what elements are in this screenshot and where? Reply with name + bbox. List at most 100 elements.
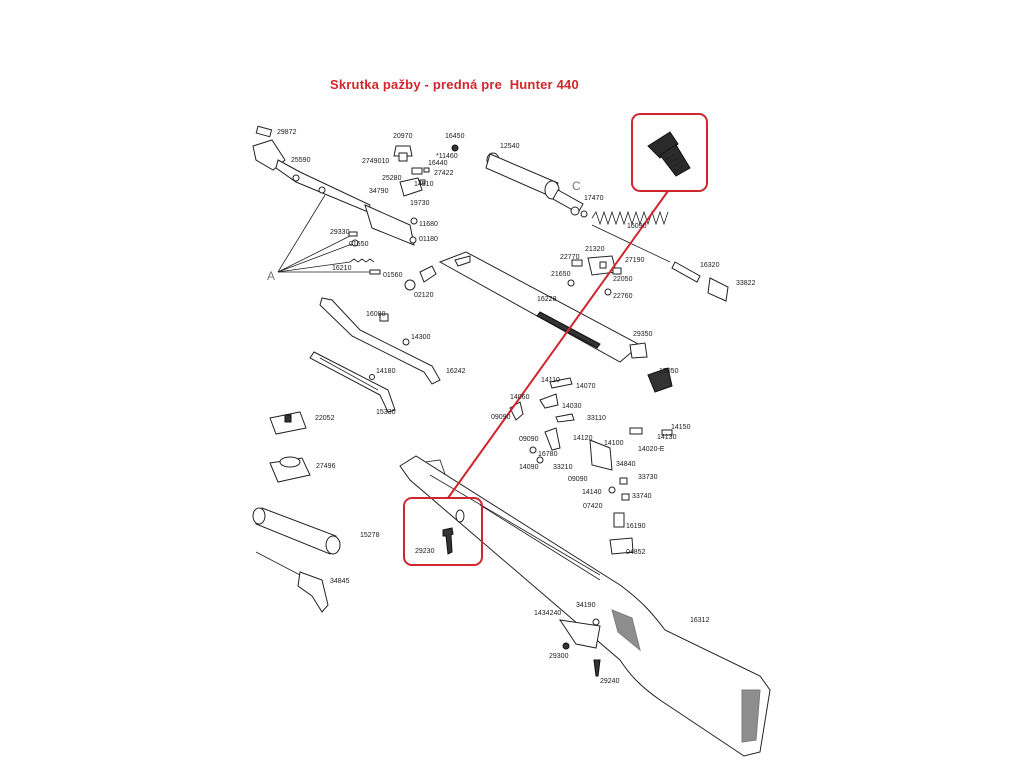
- part-label: 16440: [428, 160, 448, 167]
- part-label: 16780: [538, 451, 558, 458]
- piston-assembly: [485, 152, 588, 218]
- part-label: 14030: [562, 403, 582, 410]
- part-label: 22770: [560, 254, 580, 261]
- highlight-connector-line: [447, 190, 669, 499]
- part-label: 14060: [510, 394, 530, 401]
- part-label: 16450: [445, 133, 465, 140]
- part-label: 14070: [576, 383, 596, 390]
- part-label: 01650: [349, 241, 369, 248]
- part-label: 15278: [360, 532, 380, 539]
- part-label: 14140: [582, 489, 602, 496]
- highlight-box-enlarged: [631, 113, 708, 192]
- screw-enlarged-icon: [647, 131, 691, 177]
- part-label: 16190: [626, 523, 646, 530]
- rear-sight-assembly: [393, 144, 459, 197]
- part-16080: [379, 313, 389, 322]
- part-label: 04852: [626, 549, 646, 556]
- part-15330-cocking-rod: [309, 351, 396, 413]
- part-label: 12540: [500, 143, 520, 150]
- part-14300: [402, 338, 410, 346]
- part-label: 22052: [315, 415, 335, 422]
- part-01180-screw: [409, 236, 417, 244]
- part-label: 27496: [316, 463, 336, 470]
- part-label: 07420: [583, 503, 603, 510]
- part-label: 14100: [604, 440, 624, 447]
- part-label: 16242: [446, 368, 466, 375]
- group-letter-c: C: [572, 179, 581, 193]
- part-label: 1434240: [534, 610, 561, 617]
- part-label: 14120: [573, 435, 593, 442]
- trigger-block-group: [567, 255, 622, 296]
- part-label: 16080: [366, 311, 386, 318]
- part-label: 33730: [638, 474, 658, 481]
- part-label: 02120: [414, 292, 434, 299]
- part-label: 2749010: [362, 158, 389, 165]
- part-label: 22760: [613, 293, 633, 300]
- part-label: 29330: [330, 229, 350, 236]
- part-label: *11460: [436, 153, 458, 160]
- part-label: 27422: [434, 170, 454, 177]
- part-label: 01180: [419, 236, 438, 243]
- part-label: 33740: [632, 493, 652, 500]
- part-label: 11680: [419, 221, 438, 228]
- part-label: 25590: [291, 157, 311, 164]
- part-29230-screw: [442, 509, 465, 555]
- part-label: 34845: [330, 578, 350, 585]
- group-a-leaders: [277, 194, 370, 273]
- part-33822-end-cap: [707, 277, 729, 302]
- part-label: 25280: [382, 175, 402, 182]
- part-label: 20970: [393, 133, 413, 140]
- part-label: 19730: [410, 200, 430, 207]
- part-29350-bushing: [629, 342, 648, 359]
- cocking-lever-16242: [319, 297, 441, 385]
- part-02120-pin: [404, 265, 437, 291]
- part-label: 27190: [625, 257, 645, 264]
- part-label: 34840: [616, 461, 636, 468]
- part-label: 16312: [690, 617, 710, 624]
- part-29330-pin: [348, 231, 358, 237]
- part-label: 15050: [659, 368, 679, 375]
- part-15050-end-cap: [647, 367, 673, 393]
- part-label: 34790: [369, 188, 389, 195]
- part-11680-ring: [410, 217, 418, 225]
- part-01560-pin: [369, 269, 381, 275]
- part-01650-washer: [351, 239, 359, 247]
- part-14180: [369, 374, 375, 380]
- part-label: 14510: [414, 181, 434, 188]
- stock-16312: [399, 455, 771, 757]
- part-label: 33110: [587, 415, 606, 422]
- part-27496: [269, 456, 311, 483]
- part-22052: [269, 411, 307, 435]
- part-29240-screw: [593, 659, 601, 677]
- part-label: 21650: [551, 271, 571, 278]
- part-29300-screw: [562, 642, 570, 650]
- part-label: 01560: [383, 272, 403, 279]
- part-label: 33210: [553, 464, 573, 471]
- part-label: 22050: [613, 276, 633, 283]
- part-label: 14110: [541, 377, 560, 384]
- page-title: Skrutka pažby - predná pre Hunter 440: [330, 77, 579, 92]
- part-label: 09090: [519, 436, 539, 443]
- part-label: 16210: [332, 265, 352, 272]
- highlight-box-29230: [403, 497, 483, 566]
- part-label: 29872: [277, 129, 297, 136]
- part-label: 16228: [537, 296, 557, 303]
- part-label: 29240: [600, 678, 620, 685]
- part-label: 29300: [549, 653, 569, 660]
- part-label: 14130: [657, 434, 677, 441]
- part-label: 09090: [491, 414, 511, 421]
- part-label: 14150: [671, 424, 691, 431]
- part-label: 33822: [736, 280, 756, 287]
- part-label: 34190: [576, 602, 596, 609]
- part-16090-spring: [591, 210, 671, 263]
- barrel-assembly: [252, 139, 415, 246]
- part-1434240-trigger-guard: [558, 618, 601, 649]
- part-label: 14020-E: [638, 446, 665, 453]
- group-letter-a: A: [267, 269, 275, 283]
- part-label: 16320: [700, 262, 720, 269]
- part-16320-guide: [671, 261, 701, 283]
- part-label: 17470: [584, 195, 604, 202]
- part-labels: 29872 25590 20970 16450 2749010 16440 *1…: [277, 129, 756, 685]
- trigger-mechanism: [509, 377, 673, 555]
